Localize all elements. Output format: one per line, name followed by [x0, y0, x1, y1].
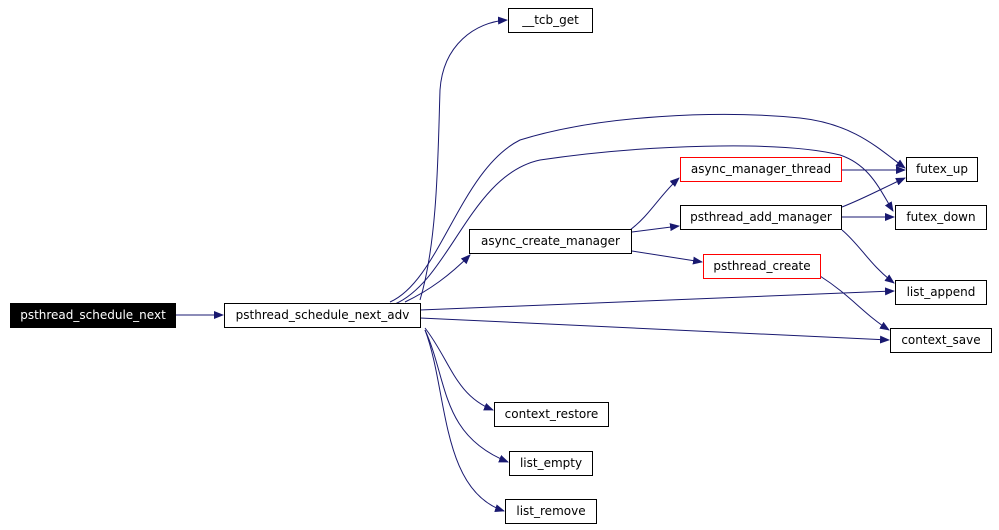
- node-list-append[interactable]: list_append: [895, 280, 987, 305]
- edge-async-create-manager-to-psthread-create: [631, 250, 703, 265]
- node-async-manager-thread[interactable]: async_manager_thread: [680, 157, 842, 182]
- node-psthread-schedule-next[interactable]: psthread_schedule_next: [10, 303, 176, 328]
- node-async-create-manager[interactable]: async_create_manager: [469, 229, 632, 254]
- node-context-save[interactable]: context_save: [890, 328, 992, 353]
- edge-async-create-manager-to-async-manager-thread: [629, 177, 680, 231]
- edge-async-create-manager-to-psthread-add-manager: [631, 223, 680, 233]
- edge-schedule-next-adv-to-futex-up: [389, 113, 906, 303]
- edge-schedule-next-adv-to-list-remove: [424, 329, 505, 512]
- edge-schedule-next-adv-to-list-append: [419, 287, 895, 311]
- edge-psthread-add-manager-to-futex-up: [841, 177, 906, 208]
- node-tcb-get[interactable]: __tcb_get: [508, 8, 593, 33]
- node-psthread-create[interactable]: psthread_create: [703, 254, 821, 279]
- edge-schedule-next-adv-to-async-create-manager: [404, 254, 471, 303]
- edge-schedule-next-adv-to-context-restore: [424, 327, 494, 411]
- node-list-empty[interactable]: list_empty: [509, 451, 593, 476]
- node-list-remove[interactable]: list_remove: [505, 499, 597, 524]
- node-psthread-schedule-next-adv[interactable]: psthread_schedule_next_adv: [224, 303, 421, 328]
- edge-psthread-create-to-context-save: [819, 275, 890, 331]
- node-futex-down[interactable]: futex_down: [895, 205, 987, 230]
- node-psthread-add-manager[interactable]: psthread_add_manager: [680, 205, 842, 230]
- edge-schedule-next-adv-to-futex-down: [394, 145, 894, 305]
- edge-psthread-add-manager-to-list-append: [841, 229, 895, 284]
- edge-schedule-next-adv-to-tcb-get: [419, 16, 508, 301]
- node-context-restore[interactable]: context_restore: [494, 402, 609, 427]
- edge-schedule-next-adv-to-context-save: [419, 317, 890, 344]
- edge-schedule-next-adv-to-list-empty: [424, 329, 509, 463]
- node-futex-up[interactable]: futex_up: [906, 157, 978, 182]
